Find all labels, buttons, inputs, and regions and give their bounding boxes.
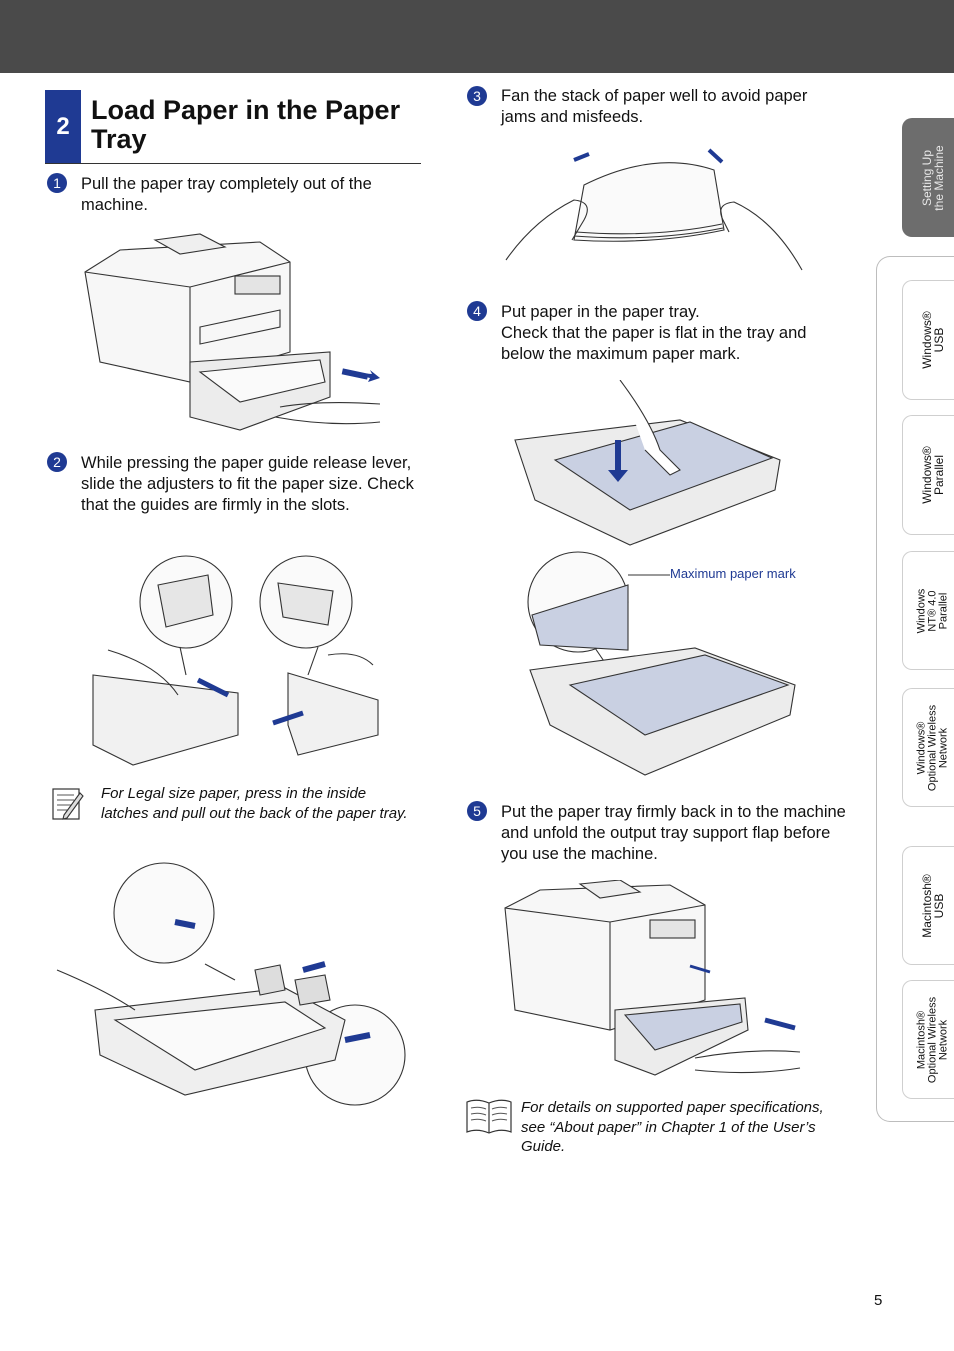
tab-macintosh-wireless[interactable]: Macintosh® Optional Wireless Network	[902, 980, 954, 1099]
top-banner	[0, 0, 954, 73]
page-number: 5	[874, 1292, 883, 1309]
step-5-text: Put the paper tray firmly back in to the…	[501, 803, 846, 863]
tab-windows-usb[interactable]: Windows® USB	[902, 280, 954, 400]
step-4-text: Put paper in the paper tray. Check that …	[501, 303, 807, 363]
tab-label-line: Parallel	[932, 454, 946, 496]
tab-setting-up-machine[interactable]: Setting Up the Machine	[902, 118, 954, 237]
step-4-number: 4	[467, 301, 487, 321]
step-2-text: While pressing the paper guide release l…	[81, 454, 414, 514]
tab-windows-nt-parallel[interactable]: Windows NT® 4.0 Parallel	[902, 551, 954, 670]
tab-label-line: USB	[932, 893, 946, 918]
step-2-number: 2	[47, 452, 67, 472]
pull-tray-figure	[84, 233, 381, 431]
details-note: For details on supported paper specifica…	[521, 1099, 824, 1155]
tab-label-line: Parallel	[937, 592, 950, 629]
section-title: Load Paper in the Paper Tray	[91, 95, 401, 154]
side-tab-frame	[876, 256, 954, 1122]
tab-label-line: the Machine	[932, 144, 946, 211]
section-divider	[45, 163, 421, 164]
max-paper-mark-callout: Maximum paper mark	[670, 566, 796, 581]
step-5-number: 5	[467, 801, 487, 821]
tab-label-line: USB	[932, 327, 946, 353]
step-1-number: 1	[47, 173, 67, 193]
step-3-number: 3	[467, 86, 487, 106]
tab-windows-wireless[interactable]: Windows® Optional Wireless Network	[902, 688, 954, 807]
tab-label-line: Network	[937, 1019, 950, 1060]
tab-macintosh-usb[interactable]: Macintosh® USB	[902, 846, 954, 965]
step-1-text: Pull the paper tray completely out of th…	[81, 175, 372, 214]
tab-windows-parallel[interactable]: Windows® Parallel	[902, 415, 954, 535]
insert-tray-figure	[504, 880, 801, 1076]
open-book-icon	[466, 1099, 512, 1134]
tab-label-line: Network	[937, 727, 950, 768]
section-number: 2	[45, 90, 81, 163]
step-3-text: Fan the stack of paper well to avoid pap…	[501, 87, 808, 126]
legal-extension-figure	[56, 862, 406, 1106]
load-paper-figure	[514, 380, 796, 776]
fan-paper-figure	[505, 148, 803, 271]
slide-adjusters-figure	[92, 555, 379, 766]
legal-note: For Legal size paper, press in the insid…	[101, 785, 408, 822]
pencil-note-icon	[52, 788, 84, 820]
